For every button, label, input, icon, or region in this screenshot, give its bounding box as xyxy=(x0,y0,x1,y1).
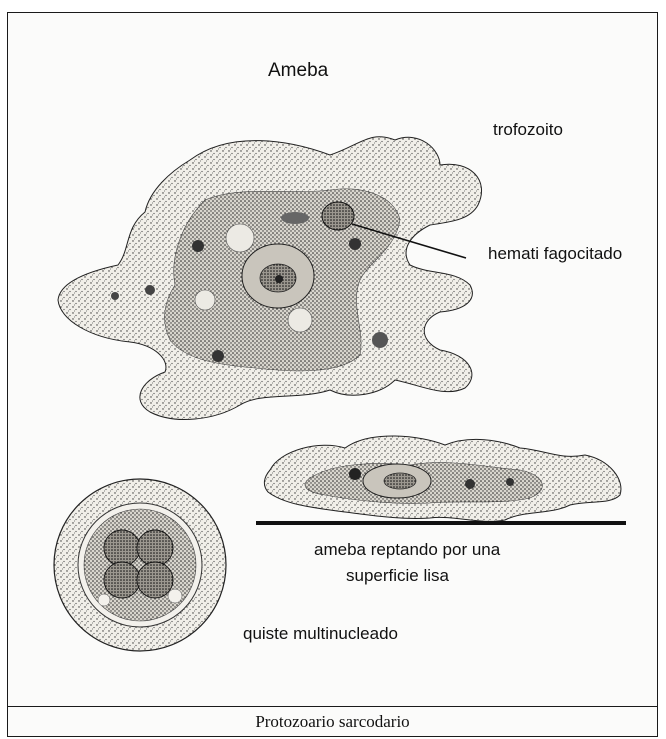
label-hematie-fagocitado: hemati fagocitado xyxy=(488,244,622,264)
ameba-reptando xyxy=(264,436,621,521)
label-quiste: quiste multinucleado xyxy=(243,624,398,644)
trofozoito-body xyxy=(58,137,482,420)
label-trofozoito: trofozoito xyxy=(493,120,563,140)
diagram-title: Ameba xyxy=(268,60,328,82)
quiste-multinucleado xyxy=(54,479,226,651)
label-ameba-reptando-2: superficie lisa xyxy=(346,566,449,586)
label-ameba-reptando-1: ameba reptando por una xyxy=(314,540,500,560)
caption-divider xyxy=(7,706,658,707)
figure-caption: Protozoario sarcodario xyxy=(7,708,658,736)
